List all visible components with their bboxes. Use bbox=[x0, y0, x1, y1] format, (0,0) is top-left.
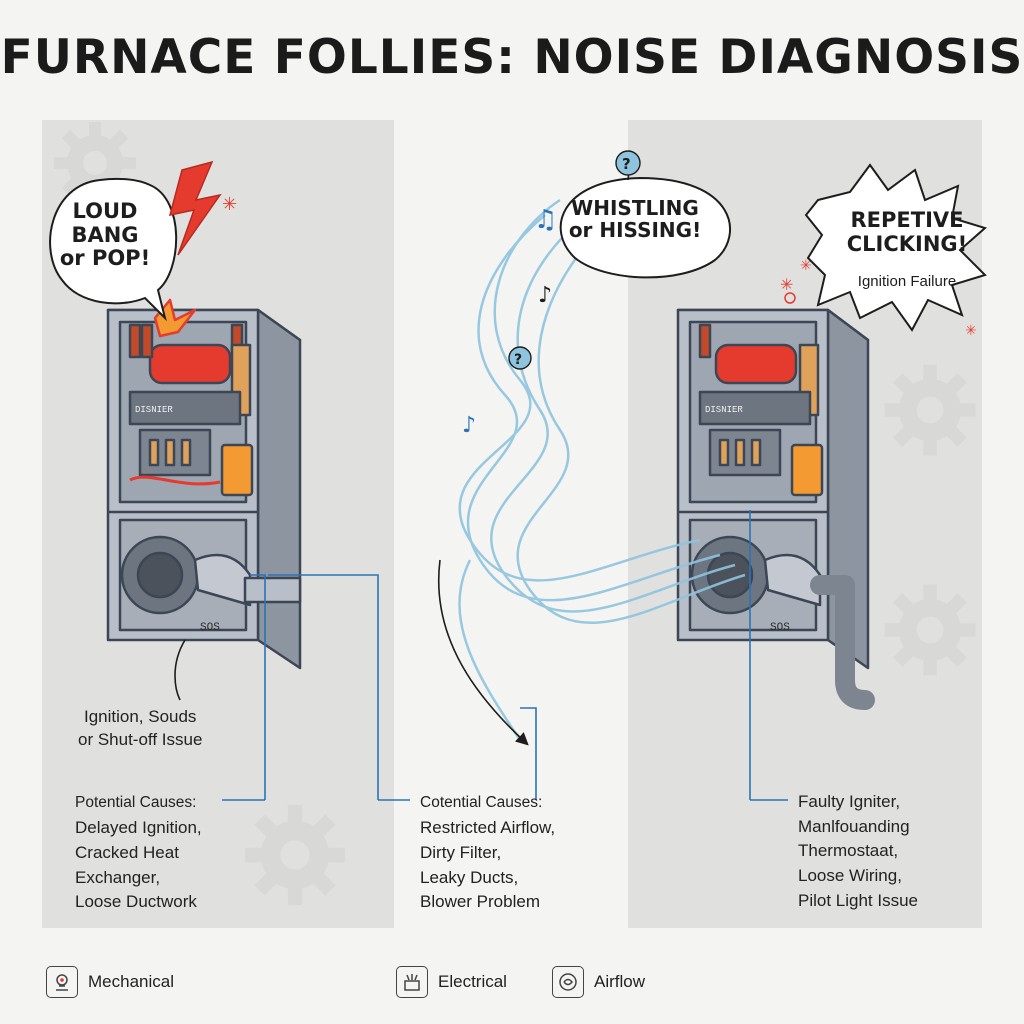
right-bubble-subtitle: Ignition Failure bbox=[857, 273, 957, 290]
electrical-icon bbox=[396, 966, 428, 998]
svg-text:DISNIER: DISNIER bbox=[705, 405, 743, 415]
causes-heading: Potential Causes: bbox=[75, 794, 197, 811]
leader-lines bbox=[222, 510, 788, 801]
svg-text:SOS: SOS bbox=[200, 622, 220, 634]
cause-item: Cracked Heat bbox=[75, 843, 179, 863]
right-bubble-text: REPETIVE CLICKING! bbox=[846, 208, 968, 256]
airflow-icon bbox=[552, 966, 584, 998]
cause-item: Leaky Ducts, bbox=[420, 867, 519, 887]
mechanical-icon bbox=[46, 966, 78, 998]
question-mark-icon: ? bbox=[615, 150, 641, 176]
music-note-icon: ♪ bbox=[538, 283, 552, 308]
svg-text:✳: ✳ bbox=[222, 194, 237, 215]
legend-label: Mechanical bbox=[88, 972, 174, 991]
gear-icon bbox=[240, 800, 350, 915]
right-speech-bubble: ✳ ✳ ✳ bbox=[780, 163, 988, 339]
right-causes: Faulty Igniter, Manlfouanding Thermostaa… bbox=[798, 790, 918, 913]
cause-item: Manlfouanding bbox=[798, 816, 910, 836]
lightning-icon: ✳ bbox=[168, 160, 237, 256]
svg-text:✳: ✳ bbox=[800, 258, 812, 274]
cause-item: Delayed Ignition, bbox=[75, 818, 202, 838]
cause-item: Faulty Igniter, bbox=[798, 792, 901, 811]
cause-item: Pilot Light Issue bbox=[798, 890, 919, 910]
svg-text:✳: ✳ bbox=[965, 323, 977, 339]
music-note-icon: ♪ bbox=[462, 413, 476, 438]
svg-text:SOS: SOS bbox=[770, 622, 790, 634]
left-causes: Potential Causes: Delayed Ignition, Crac… bbox=[75, 792, 202, 915]
middle-bubble-text: WHISTLING or HISSING! bbox=[568, 196, 702, 243]
legend-mechanical: Mechanical bbox=[46, 966, 174, 998]
left-speech-bubble bbox=[49, 177, 178, 322]
cause-item: Loose Ductwork bbox=[75, 892, 197, 912]
cause-item: Exchanger, bbox=[75, 867, 161, 887]
right-furnace-illustration: DISNIER SOS bbox=[676, 308, 875, 710]
left-bubble-text: LOUD BANG or POP! bbox=[59, 199, 151, 271]
causes-heading: Cotential Causes: bbox=[420, 794, 543, 811]
airflow-arrow bbox=[437, 559, 529, 746]
legend-airflow: Airflow bbox=[552, 966, 645, 998]
cause-item: Blower Problem bbox=[420, 892, 540, 912]
gear-icon bbox=[880, 360, 980, 465]
gear-icon bbox=[880, 580, 980, 685]
cause-item: Thermostaat, bbox=[798, 841, 899, 861]
legend-electrical: Electrical bbox=[396, 966, 507, 998]
legend-label: Electrical bbox=[438, 972, 507, 991]
question-mark-icon: ? bbox=[508, 346, 532, 370]
page-title: FURNACE FOLLIES: NOISE DIAGNOSIS bbox=[0, 30, 1024, 85]
middle-causes: Cotential Causes: Restricted Airflow, Di… bbox=[420, 792, 555, 915]
cause-item: Restricted Airflow, bbox=[420, 818, 556, 838]
left-furnace-illustration: DISNIER SOS bbox=[106, 298, 302, 670]
left-callout-line bbox=[174, 639, 186, 701]
svg-text:?: ? bbox=[514, 352, 522, 368]
cause-item: Dirty Filter, bbox=[420, 843, 502, 863]
svg-text:DISNIER: DISNIER bbox=[135, 405, 173, 415]
left-caption: Ignition, Souds or Shut-off Issue bbox=[78, 707, 203, 749]
svg-text:✳: ✳ bbox=[780, 275, 793, 294]
airflow-swirls bbox=[458, 198, 746, 741]
legend-label: Airflow bbox=[594, 972, 646, 991]
cause-item: Loose Wiring, bbox=[798, 865, 902, 885]
music-note-icon: ♫ bbox=[534, 205, 557, 235]
svg-text:?: ? bbox=[622, 155, 631, 173]
